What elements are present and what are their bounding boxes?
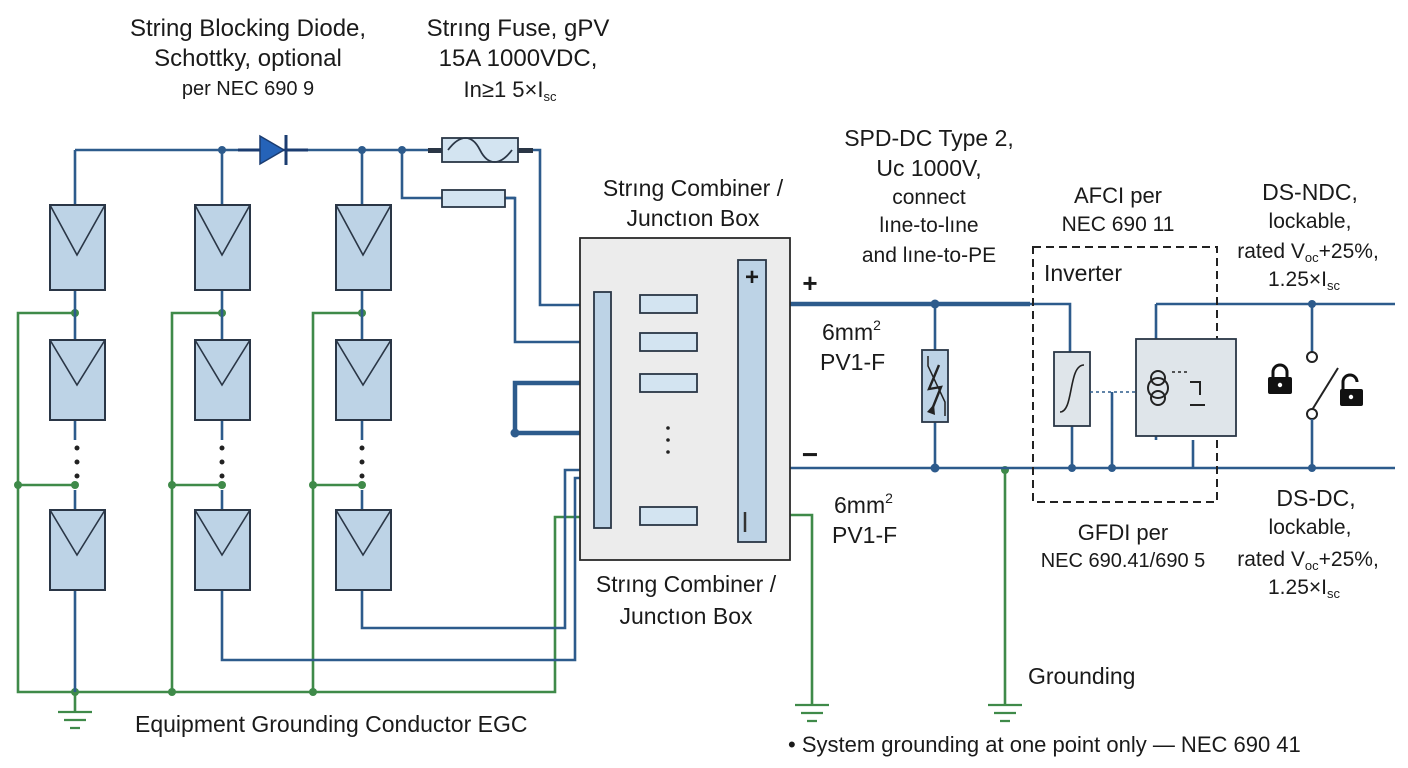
- fuse-icon: [639, 294, 698, 314]
- svg-text:String Blocking Diode,: String Blocking Diode,: [130, 15, 366, 42]
- pv-module: [335, 509, 392, 591]
- svg-text:Junctıon Box: Junctıon Box: [620, 603, 753, 629]
- svg-text:15A 1000VDC,: 15A 1000VDC,: [439, 45, 598, 72]
- svg-text:6mm2: 6mm2: [822, 317, 881, 345]
- pv-module: [194, 204, 251, 291]
- fuse-icon: [639, 332, 698, 352]
- ds-dc-label: DS-DC, lockable, rated Voc+25%, 1.25×Isc: [1237, 485, 1379, 601]
- svg-text:Junctıon Box: Junctıon Box: [627, 205, 760, 231]
- inverter-label: Inverter: [1044, 260, 1122, 286]
- pv-module: [335, 204, 392, 291]
- svg-text:Strıng Combiner /: Strıng Combiner /: [596, 571, 777, 597]
- egc-label: Equipment Grounding Conductor EGC: [135, 711, 528, 737]
- ellipsis-dots: [74, 445, 80, 479]
- pv-module: [49, 339, 106, 421]
- svg-text:lockable,: lockable,: [1269, 516, 1352, 539]
- svg-text:AFCI per: AFCI per: [1074, 183, 1162, 208]
- ellipsis-dots: [359, 445, 365, 479]
- pv-string-2: [194, 204, 251, 591]
- svg-text:PV1-F: PV1-F: [832, 522, 897, 548]
- ellipsis-dots: [666, 426, 670, 454]
- grounding-label: Grounding: [1028, 663, 1135, 689]
- svg-text:DS-NDC,: DS-NDC,: [1262, 179, 1358, 205]
- gfdi-module: [1135, 338, 1237, 437]
- svg-text:GFDI per: GFDI per: [1078, 520, 1168, 545]
- disconnect-switch-icon: [1306, 304, 1339, 468]
- svg-text:rated Voc+25%,: rated Voc+25%,: [1237, 240, 1379, 265]
- grounding-note: • System grounding at one point only — N…: [788, 732, 1301, 757]
- ground-symbol-icon: [988, 703, 1022, 723]
- svg-text:and lıne-to-PE: and lıne-to-PE: [862, 244, 996, 267]
- svg-text:per NEC 690 9: per NEC 690 9: [182, 78, 314, 100]
- positive-polarity: +: [802, 268, 817, 298]
- svg-text:6mm2: 6mm2: [834, 490, 893, 518]
- pv-string-3: [335, 204, 392, 591]
- cable-top-label: 6mm2 PV1-F: [820, 317, 885, 375]
- negative-polarity: −: [802, 439, 818, 470]
- svg-text:Schottky, optional: Schottky, optional: [154, 45, 342, 72]
- afci-label: AFCI per NEC 690 11: [1062, 183, 1175, 236]
- svg-text:In≥1 5×Isc: In≥1 5×Isc: [464, 77, 557, 104]
- gfdi-label: GFDI per NEC 690.41/690 5: [1041, 520, 1206, 572]
- combiner-bottom-label: Strıng Combiner / Junctıon Box: [596, 571, 777, 629]
- inverter-box: [1032, 246, 1237, 503]
- fuse-icon: [639, 373, 698, 393]
- svg-text:lockable,: lockable,: [1269, 210, 1352, 233]
- svg-text:Strıng Fuse, gPV: Strıng Fuse, gPV: [427, 15, 610, 42]
- svg-text:Uc 1000V,: Uc 1000V,: [876, 155, 981, 181]
- fuse-icon: [428, 137, 533, 163]
- cable-bottom-label: 6mm2 PV1-F: [832, 490, 897, 548]
- svg-text:lıne-to-lıne: lıne-to-lıne: [879, 214, 978, 237]
- svg-text:connect: connect: [892, 186, 966, 209]
- svg-text:1.25×Isc: 1.25×Isc: [1268, 576, 1340, 601]
- svg-text:NEC 690.41/690 5: NEC 690.41/690 5: [1041, 550, 1206, 572]
- pv-module: [194, 339, 251, 421]
- ground-symbol-icon: [58, 710, 92, 730]
- input-busbar: [593, 291, 612, 529]
- egc-wiring: [14, 309, 1009, 712]
- padlock-icon: [1340, 373, 1363, 406]
- pv-module: [49, 509, 106, 591]
- fuse-icon: [639, 506, 698, 526]
- busbar-plus-mark: +: [745, 264, 759, 291]
- diode-label: String Blocking Diode, Schottky, optiona…: [130, 15, 366, 100]
- spd-label: SPD-DC Type 2, Uc 1000V, connect lıne-to…: [844, 125, 1014, 267]
- pv-module: [335, 339, 392, 421]
- svg-text:1.25×Isc: 1.25×Isc: [1268, 268, 1340, 293]
- pv-module: [194, 509, 251, 591]
- combiner-top-label: Strıng Combiner / Junctıon Box: [603, 175, 784, 231]
- pv-module: [49, 204, 106, 291]
- svg-text:NEC 690 11: NEC 690 11: [1062, 213, 1175, 236]
- fuse-icon: [441, 189, 506, 208]
- svg-text:PV1-F: PV1-F: [820, 349, 885, 375]
- svg-text:DS-DC,: DS-DC,: [1276, 485, 1355, 511]
- ground-symbol-icon: [795, 703, 829, 723]
- string-fuse-label: Strıng Fuse, gPV 15A 1000VDC, In≥1 5×Isc: [427, 15, 610, 104]
- svg-text:Strıng Combiner /: Strıng Combiner /: [603, 175, 784, 201]
- output-busbar: [737, 259, 767, 543]
- padlock-icon: [1268, 363, 1292, 394]
- surge-arrester-icon: [921, 304, 949, 468]
- diode-icon: [238, 134, 308, 166]
- svg-text:SPD-DC Type 2,: SPD-DC Type 2,: [844, 125, 1014, 151]
- ds-ndc-label: DS-NDC, lockable, rated Voc+25%, 1.25×Is…: [1237, 179, 1379, 293]
- svg-text:rated Voc+25%,: rated Voc+25%,: [1237, 548, 1379, 573]
- afci-module: [1053, 351, 1091, 427]
- pv-string-1: [49, 204, 106, 591]
- ellipsis-dots: [219, 445, 225, 479]
- string-combiner-box: [579, 237, 791, 561]
